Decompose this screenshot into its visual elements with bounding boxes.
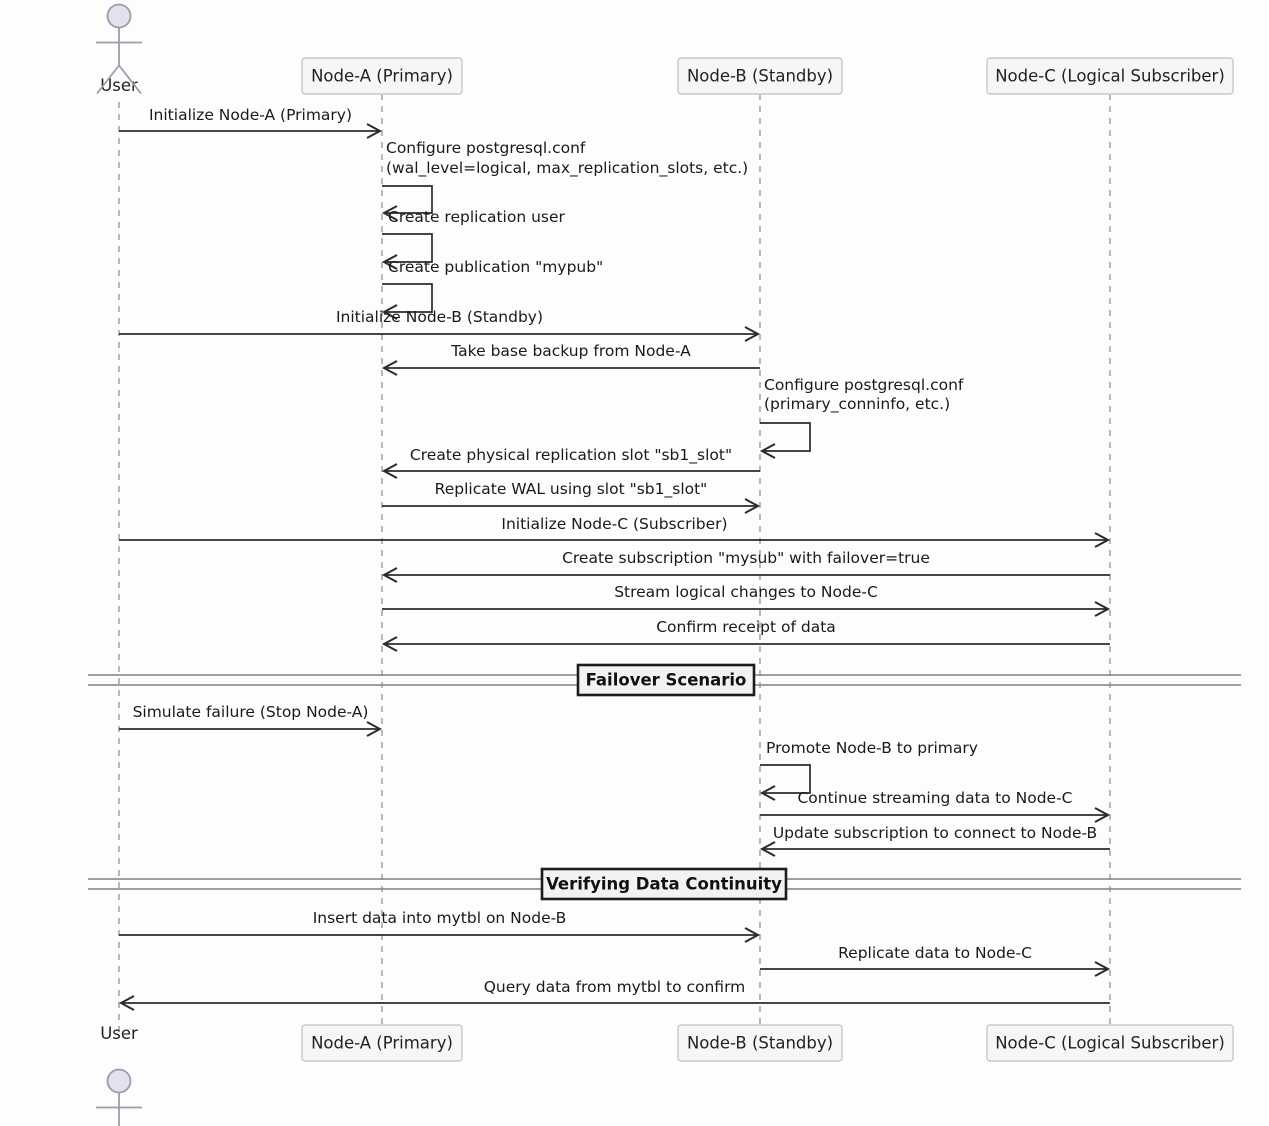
message-label-2: Create replication user (388, 208, 566, 226)
message-arrowhead-14 (366, 721, 383, 737)
message-label-16: Continue streaming data to Node-C (797, 789, 1072, 807)
message-label-0: Initialize Node-A (Primary) (149, 106, 352, 124)
actor-label-bottom: User (100, 1024, 138, 1043)
participant-box-nodeB-top[interactable] (677, 57, 843, 95)
divider-label-18: Verifying Data Continuity (546, 875, 782, 894)
self-message-loop-1[interactable] (382, 185, 433, 214)
message-arrowhead-16 (1094, 807, 1111, 823)
message-label-1-line2: (wal_level=logical, max_replication_slot… (386, 159, 748, 178)
actor-head-top (106, 3, 132, 29)
message-arrowhead-21 (118, 995, 135, 1011)
message-label-12: Confirm receipt of data (656, 618, 836, 636)
message-label-11: Stream logical changes to Node-C (614, 583, 878, 601)
participant-label-nodeA-bottom: Node-A (Primary) (311, 1034, 453, 1053)
message-label-21: Query data from mytbl to confirm (484, 978, 746, 996)
self-message-arrowhead-15 (759, 785, 776, 801)
actor-leg-left-top (96, 64, 120, 95)
message-label-6-line2: (primary_conninfo, etc.) (764, 395, 950, 414)
participant-box-nodeC-top[interactable] (986, 57, 1234, 95)
self-message-loop-2[interactable] (382, 233, 433, 263)
message-arrowhead-0 (366, 123, 383, 139)
actor-leg-right-top (118, 64, 142, 95)
message-arrowhead-19 (744, 927, 761, 943)
participant-label-nodeB-top: Node-B (Standby) (687, 67, 833, 86)
self-message-arrowhead-1 (381, 205, 398, 221)
message-label-7: Create physical replication slot "sb1_sl… (410, 446, 732, 465)
participant-box-nodeA-bottom[interactable] (301, 1024, 463, 1062)
message-label-20: Replicate data to Node-C (838, 944, 1032, 962)
message-label-3: Create publication "mypub" (388, 258, 603, 276)
message-label-9: Initialize Node-C (Subscriber) (501, 515, 727, 533)
message-label-17: Update subscription to connect to Node-B (773, 824, 1097, 842)
message-arrowhead-7 (381, 463, 398, 479)
message-label-10: Create subscription "mysub" with failove… (562, 549, 930, 567)
message-label-6: Configure postgresql.conf (764, 376, 964, 394)
divider-label-13: Failover Scenario (586, 671, 747, 690)
message-arrowhead-5 (381, 360, 398, 376)
message-label-14: Simulate failure (Stop Node-A) (133, 703, 369, 721)
participant-label-nodeC-top: Node-C (Logical Subscriber) (995, 67, 1225, 86)
self-message-arrowhead-3 (381, 304, 398, 320)
message-arrowhead-10 (381, 567, 398, 583)
message-label-19: Insert data into mytbl on Node-B (313, 909, 567, 927)
divider-box-18[interactable] (540, 867, 788, 901)
message-arrowhead-17 (759, 841, 776, 857)
message-arrowhead-11 (1094, 601, 1111, 617)
participant-label-nodeA-top: Node-A (Primary) (311, 67, 453, 86)
self-message-arrowhead-2 (381, 254, 398, 270)
self-message-loop-6[interactable] (760, 422, 811, 452)
divider-box-13[interactable] (576, 663, 756, 697)
message-label-5: Take base backup from Node-A (450, 342, 691, 360)
message-arrowhead-12 (381, 636, 398, 652)
participant-box-nodeA-top[interactable] (301, 57, 463, 95)
self-message-loop-15[interactable] (760, 764, 811, 794)
participant-label-nodeB-bottom: Node-B (Standby) (687, 1034, 833, 1053)
message-arrowhead-20 (1094, 961, 1111, 977)
participant-label-nodeC-bottom: Node-C (Logical Subscriber) (995, 1034, 1225, 1053)
participant-box-nodeC-bottom[interactable] (986, 1024, 1234, 1062)
message-label-15: Promote Node-B to primary (766, 739, 978, 757)
actor-label-top: User (100, 76, 138, 95)
message-arrowhead-9 (1094, 532, 1111, 548)
message-label-4: Initialize Node-B (Standby) (336, 308, 543, 326)
message-arrowhead-4 (744, 326, 761, 342)
participant-box-nodeB-bottom[interactable] (677, 1024, 843, 1062)
self-message-arrowhead-6 (759, 443, 776, 459)
self-message-loop-3[interactable] (382, 283, 433, 313)
message-arrowhead-8 (744, 498, 761, 514)
message-label-1: Configure postgresql.conf (386, 139, 586, 157)
message-label-8: Replicate WAL using slot "sb1_slot" (435, 480, 708, 499)
actor-head-bottom (106, 1068, 132, 1094)
